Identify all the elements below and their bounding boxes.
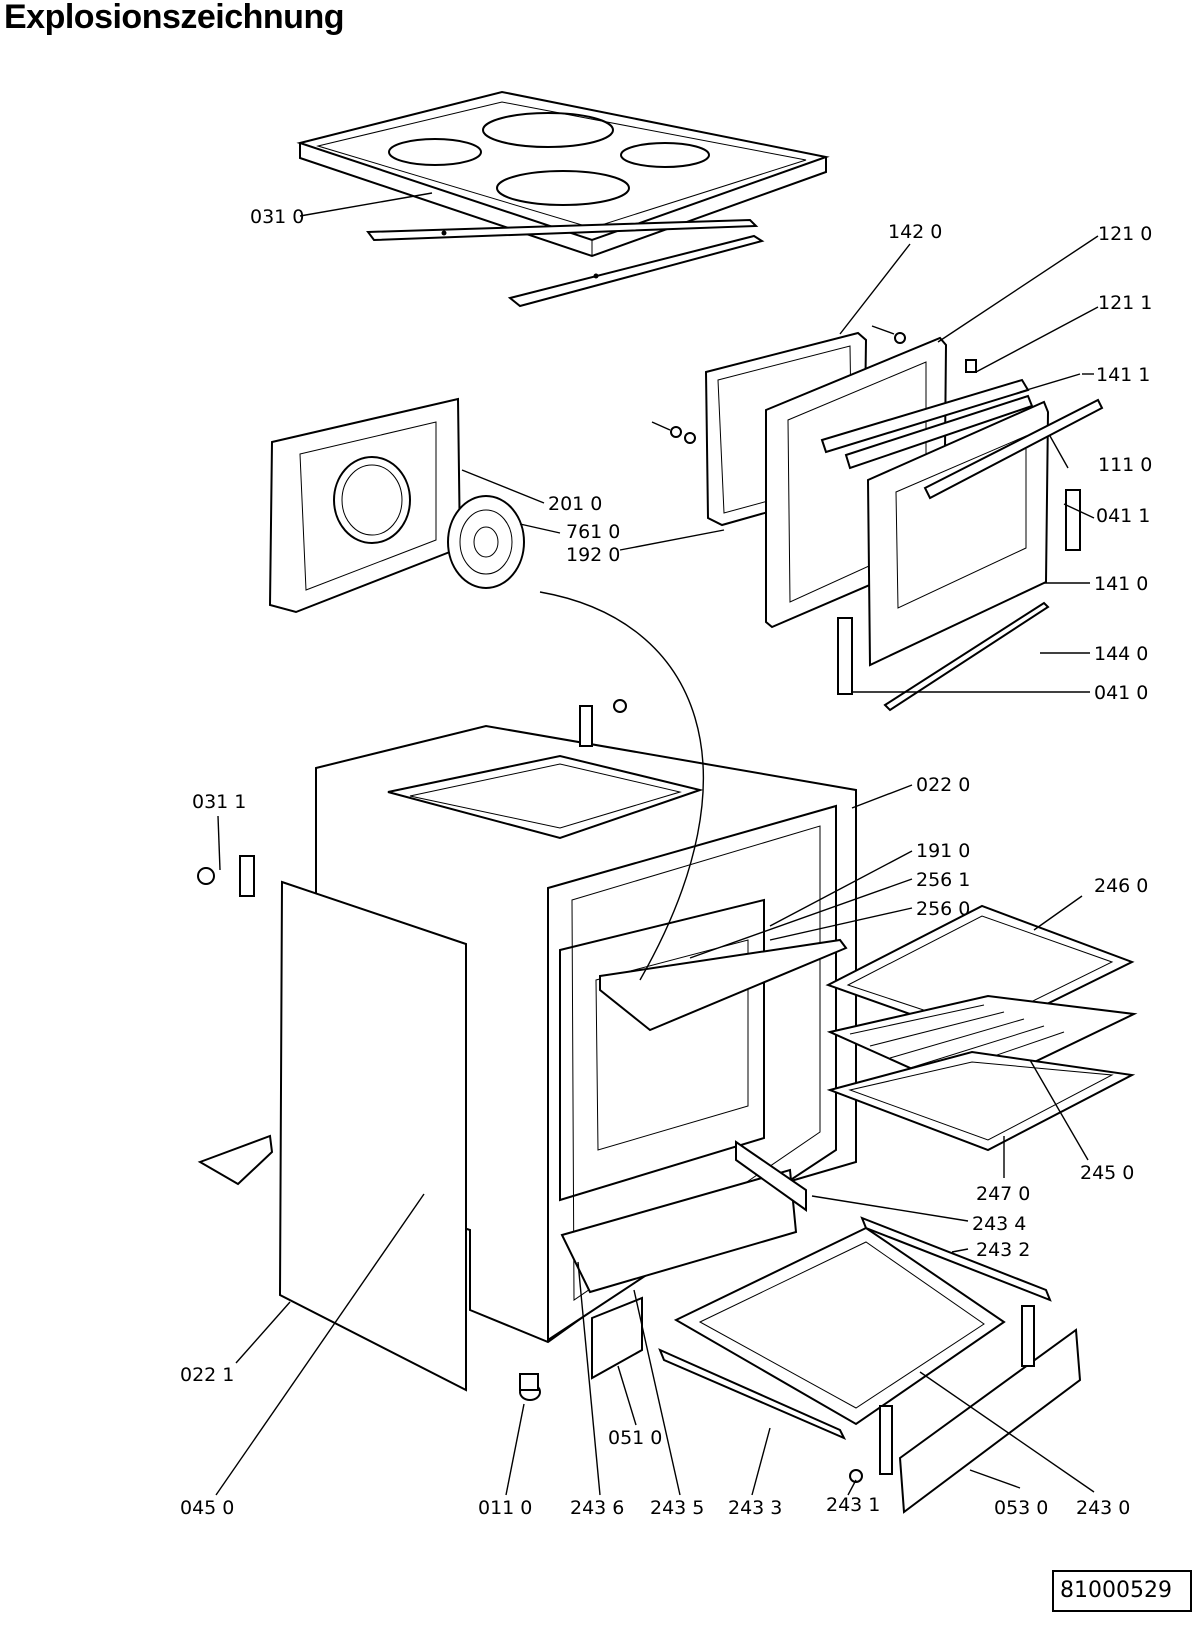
document-number: 81000529 xyxy=(1060,1578,1172,1603)
part-label-1440: 144 0 xyxy=(1094,643,1148,665)
part-label-2470: 247 0 xyxy=(976,1183,1030,1205)
part-label-2430: 243 0 xyxy=(1076,1497,1130,1519)
part-label-1211: 121 1 xyxy=(1098,292,1152,314)
part-label-2560: 256 0 xyxy=(916,898,970,920)
part-label-1210: 121 0 xyxy=(1098,223,1152,245)
part-label-2460: 246 0 xyxy=(1094,875,1148,897)
part-label-2450: 245 0 xyxy=(1080,1162,1134,1184)
part-label-1410: 141 0 xyxy=(1094,573,1148,595)
cooktop-part xyxy=(296,90,830,308)
plinth-part xyxy=(197,1134,274,1186)
part-label-7610: 761 0 xyxy=(566,521,620,543)
part-label-1910: 191 0 xyxy=(916,840,970,862)
part-label-0110: 011 0 xyxy=(478,1497,532,1519)
small-parts xyxy=(197,699,863,1483)
part-label-2431: 243 1 xyxy=(826,1494,880,1516)
part-label-2010: 201 0 xyxy=(548,493,602,515)
part-label-2433: 243 3 xyxy=(728,1497,782,1519)
part-label-0450: 045 0 xyxy=(180,1497,234,1519)
part-label-2561: 256 1 xyxy=(916,869,970,891)
part-label-1420: 142 0 xyxy=(888,221,942,243)
part-label-0220: 022 0 xyxy=(916,774,970,796)
leader-lines xyxy=(215,192,1099,1496)
part-label-0530: 053 0 xyxy=(994,1497,1048,1519)
part-label-2436: 243 6 xyxy=(570,1497,624,1519)
drawer-part xyxy=(560,1140,1082,1514)
page-title: Explosionszeichnung xyxy=(4,0,344,36)
trays-part xyxy=(825,904,1138,1152)
part-label-2432: 243 2 xyxy=(976,1239,1030,1261)
part-label-1411: 141 1 xyxy=(1096,364,1150,386)
part-labels: 031 0 142 0 121 0 121 1 141 1 111 0 041 … xyxy=(180,206,1152,1519)
part-label-0411: 041 1 xyxy=(1096,505,1150,527)
document-number-box xyxy=(1052,1570,1192,1612)
part-label-0510: 051 0 xyxy=(608,1427,662,1449)
back-panel-part xyxy=(268,397,525,614)
part-label-2434: 243 4 xyxy=(972,1213,1026,1235)
oven-door-assembly xyxy=(651,325,1104,712)
part-label-1920: 192 0 xyxy=(566,544,620,566)
side-panel-part xyxy=(278,880,467,1392)
part-label-0311: 031 1 xyxy=(192,791,246,813)
part-label-0310: 031 0 xyxy=(250,206,304,228)
part-label-0410: 041 0 xyxy=(1094,682,1148,704)
part-label-2435: 243 5 xyxy=(650,1497,704,1519)
part-label-0221: 022 1 xyxy=(180,1364,234,1386)
part-label-1110: 111 0 xyxy=(1098,454,1152,476)
